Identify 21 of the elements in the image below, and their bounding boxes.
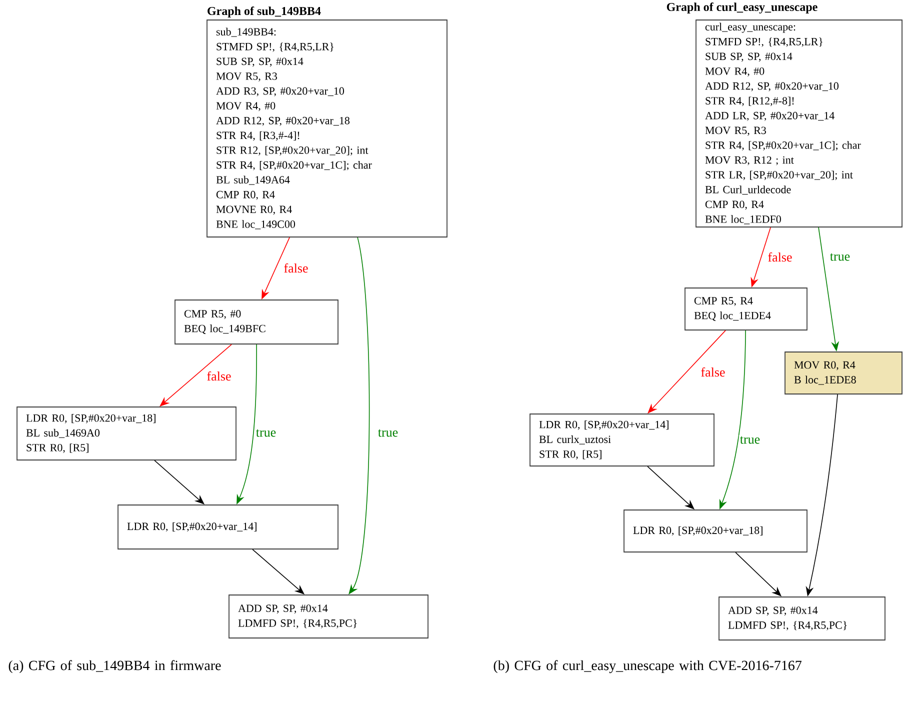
- code-block: curl_easy_unescape: STMFD SP!, {R4,R5,LR} SUB SP, SP, #0x14 MOV R4, #0 ADD R12, SP, #0x20+var_10 STR R4, [R12,#-8]! ADD LR, SP, #0x20+var_14 MOV R5, R3 STR R4, [SP,#0x20+var_1C]; char MOV R3, R12 ; int STR LR, [SP,#0x20+var_20]; int BL Curl_urldecode CMP R0, R4 BNE loc_1EDF0: [696, 20, 902, 228]
- edge-label: false: [766, 251, 794, 263]
- edge-label: false: [206, 370, 232, 382]
- code-block: LDR R0, [SP,#0x20+var_18] BL sub_1469A0 STR R0, [R5]: [16, 406, 236, 460]
- code-block: sub_149BB4: STMFD SP!, {R4,R5,LR} SUB SP, SP, #0x14 MOV R5, R3 ADD R3, SP, #0x20+var_10 MOV R4, #0 ADD R12, SP, #0x20+var_18 STR R4, [R3,#-4]! STR R12, [SP,#0x20+var_20]; int STR R4, [SP,#0x20+var_1C]; char BL sub_149A64 CMP R0, R4 MOVNE R0, R4 BNE loc_149C00: [206, 20, 448, 238]
- edge-label: true: [738, 435, 762, 445]
- edge-label: true: [254, 428, 278, 438]
- code-block: MOV R0, R4 B loc_1EDE8: [784, 352, 902, 394]
- code-block: CMP R5, #0 BEQ loc_149BFC: [174, 300, 338, 344]
- code-block: LDR R0, [SP,#0x20+var_14]: [118, 504, 338, 550]
- code-block: LDR R0, [SP,#0x20+var_14] BL curlx_uztosi STR R0, [R5]: [530, 414, 714, 466]
- code-block: ADD SP, SP, #0x14 LDMFD SP!, {R4,R5,PC}: [718, 596, 886, 640]
- code-block: ADD SP, SP, #0x14 LDMFD SP!, {R4,R5,PC}: [228, 594, 428, 638]
- edge-label: true: [828, 252, 852, 262]
- figure-caption: (b) CFG of curl_easy_unescape with CVE-2016-7167: [494, 660, 802, 674]
- figure-caption: (a) CFG of sub_149BB4 in firmware: [8, 660, 221, 674]
- edge-label: true: [376, 428, 400, 438]
- edge-label: false: [700, 366, 726, 378]
- edge-label: false: [282, 262, 310, 274]
- code-block: LDR R0, [SP,#0x20+var_18]: [624, 510, 808, 552]
- code-block: CMP R5, R4 BEQ loc_1EDE4: [684, 288, 808, 330]
